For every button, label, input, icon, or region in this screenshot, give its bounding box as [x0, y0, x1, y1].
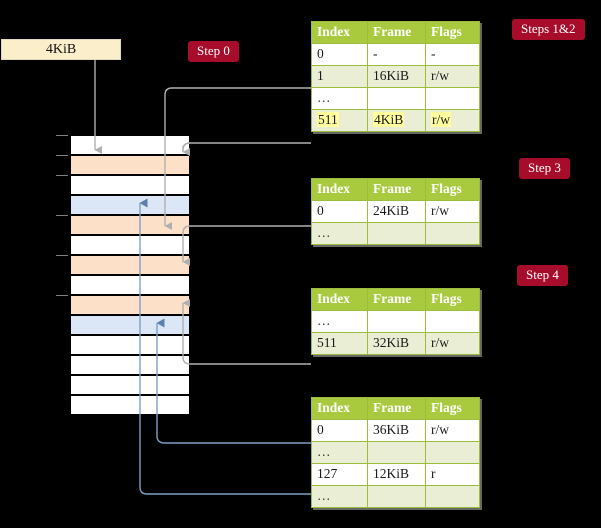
- table-cell-frame: [367, 310, 426, 333]
- table-cell-frame: 36KiB: [367, 419, 426, 442]
- table-cell-index: 0: [311, 200, 368, 223]
- memory-row-tick: [56, 295, 68, 296]
- table-cell-flags: [425, 485, 480, 508]
- table-row: …: [311, 485, 480, 508]
- table-cell-frame: [367, 485, 426, 508]
- table-cell-index: …: [311, 310, 368, 333]
- table-row: …: [311, 222, 480, 245]
- table-cell-index: …: [311, 485, 368, 508]
- table-cell-index: 127: [311, 463, 368, 486]
- table-cell-frame: 12KiB: [367, 463, 426, 486]
- column-header-frame: Frame: [367, 397, 426, 420]
- table-cell-frame: [367, 87, 426, 110]
- column-header-index: Index: [311, 288, 368, 311]
- step-badge-step3: Step 3: [519, 158, 570, 179]
- step-badge-step0: Step 0: [188, 41, 239, 62]
- table-cell-flags: r/w: [425, 419, 480, 442]
- column-header-index: Index: [311, 178, 368, 201]
- table-cell-index: …: [311, 441, 368, 464]
- memory-frame-row: [70, 375, 190, 395]
- memory-row-tick: [56, 175, 68, 176]
- table-cell-flags: r/w: [425, 200, 480, 223]
- table-cell-frame: 24KiB: [367, 200, 426, 223]
- table-cell-index: 511: [311, 109, 368, 132]
- step-badge-step4: Step 4: [517, 265, 568, 286]
- memory-frame-row: [70, 155, 190, 175]
- table-cell-flags: [425, 87, 480, 110]
- column-header-frame: Frame: [367, 288, 426, 311]
- table-cell-index: 0: [311, 419, 368, 442]
- column-header-index: Index: [311, 397, 368, 420]
- table-row: …: [311, 441, 480, 464]
- table-row: 511 4KiB r/w: [311, 109, 480, 132]
- highlight-span: 4KiB: [373, 112, 405, 127]
- table-cell-frame: 32KiB: [367, 332, 426, 355]
- table-row: …: [311, 310, 480, 333]
- table-cell-flags: [425, 441, 480, 464]
- column-header-frame: Frame: [367, 21, 426, 44]
- memory-row-tick: [56, 255, 68, 256]
- column-header-flags: Flags: [425, 288, 480, 311]
- table-cell-frame: 4KiB: [367, 109, 426, 132]
- column-header-frame: Frame: [367, 178, 426, 201]
- memory-frame-row: [70, 395, 190, 415]
- memory-frame-row: [70, 335, 190, 355]
- table-cell-flags: [425, 310, 480, 333]
- table-cell-index: 0: [311, 43, 368, 66]
- table-row: 0--: [311, 43, 480, 66]
- table-cell-flags: r/w: [425, 109, 480, 132]
- column-header-flags: Flags: [425, 178, 480, 201]
- memory-frame-row: [70, 235, 190, 255]
- table-cell-flags: -: [425, 43, 480, 66]
- highlight-span: 511: [317, 112, 339, 127]
- memory-frame-row: [70, 175, 190, 195]
- column-header-flags: Flags: [425, 397, 480, 420]
- memory-frame-row: [70, 195, 190, 215]
- memory-frame-row: [70, 355, 190, 375]
- column-header-index: Index: [311, 21, 368, 44]
- table-cell-frame: -: [367, 43, 426, 66]
- column-header-flags: Flags: [425, 21, 480, 44]
- table-row: …: [311, 87, 480, 110]
- memory-row-tick: [56, 155, 68, 156]
- table-cell-flags: [425, 222, 480, 245]
- memory-frame-row: [70, 215, 190, 235]
- memory-row-tick: [56, 135, 68, 136]
- table-cell-frame: [367, 441, 426, 464]
- table-cell-flags: r/w: [425, 65, 480, 88]
- source-frame-label: 4KiB: [45, 42, 77, 57]
- table-cell-index: 511: [311, 332, 368, 355]
- source-frame-box: 4KiB: [1, 39, 121, 60]
- table-cell-frame: 16KiB: [367, 65, 426, 88]
- step-badge-steps1and2: Steps 1&2: [512, 19, 585, 40]
- memory-row-tick: [56, 215, 68, 216]
- table-cell-index: 1: [311, 65, 368, 88]
- physical-memory-column: [56, 135, 190, 415]
- table-cell-index: …: [311, 87, 368, 110]
- table-cell-index: …: [311, 222, 368, 245]
- memory-frame-row: [70, 275, 190, 295]
- table-cell-flags: r: [425, 463, 480, 486]
- highlight-span: r/w: [431, 112, 451, 127]
- table-cell-flags: r/w: [425, 332, 480, 355]
- table-cell-frame: [367, 222, 426, 245]
